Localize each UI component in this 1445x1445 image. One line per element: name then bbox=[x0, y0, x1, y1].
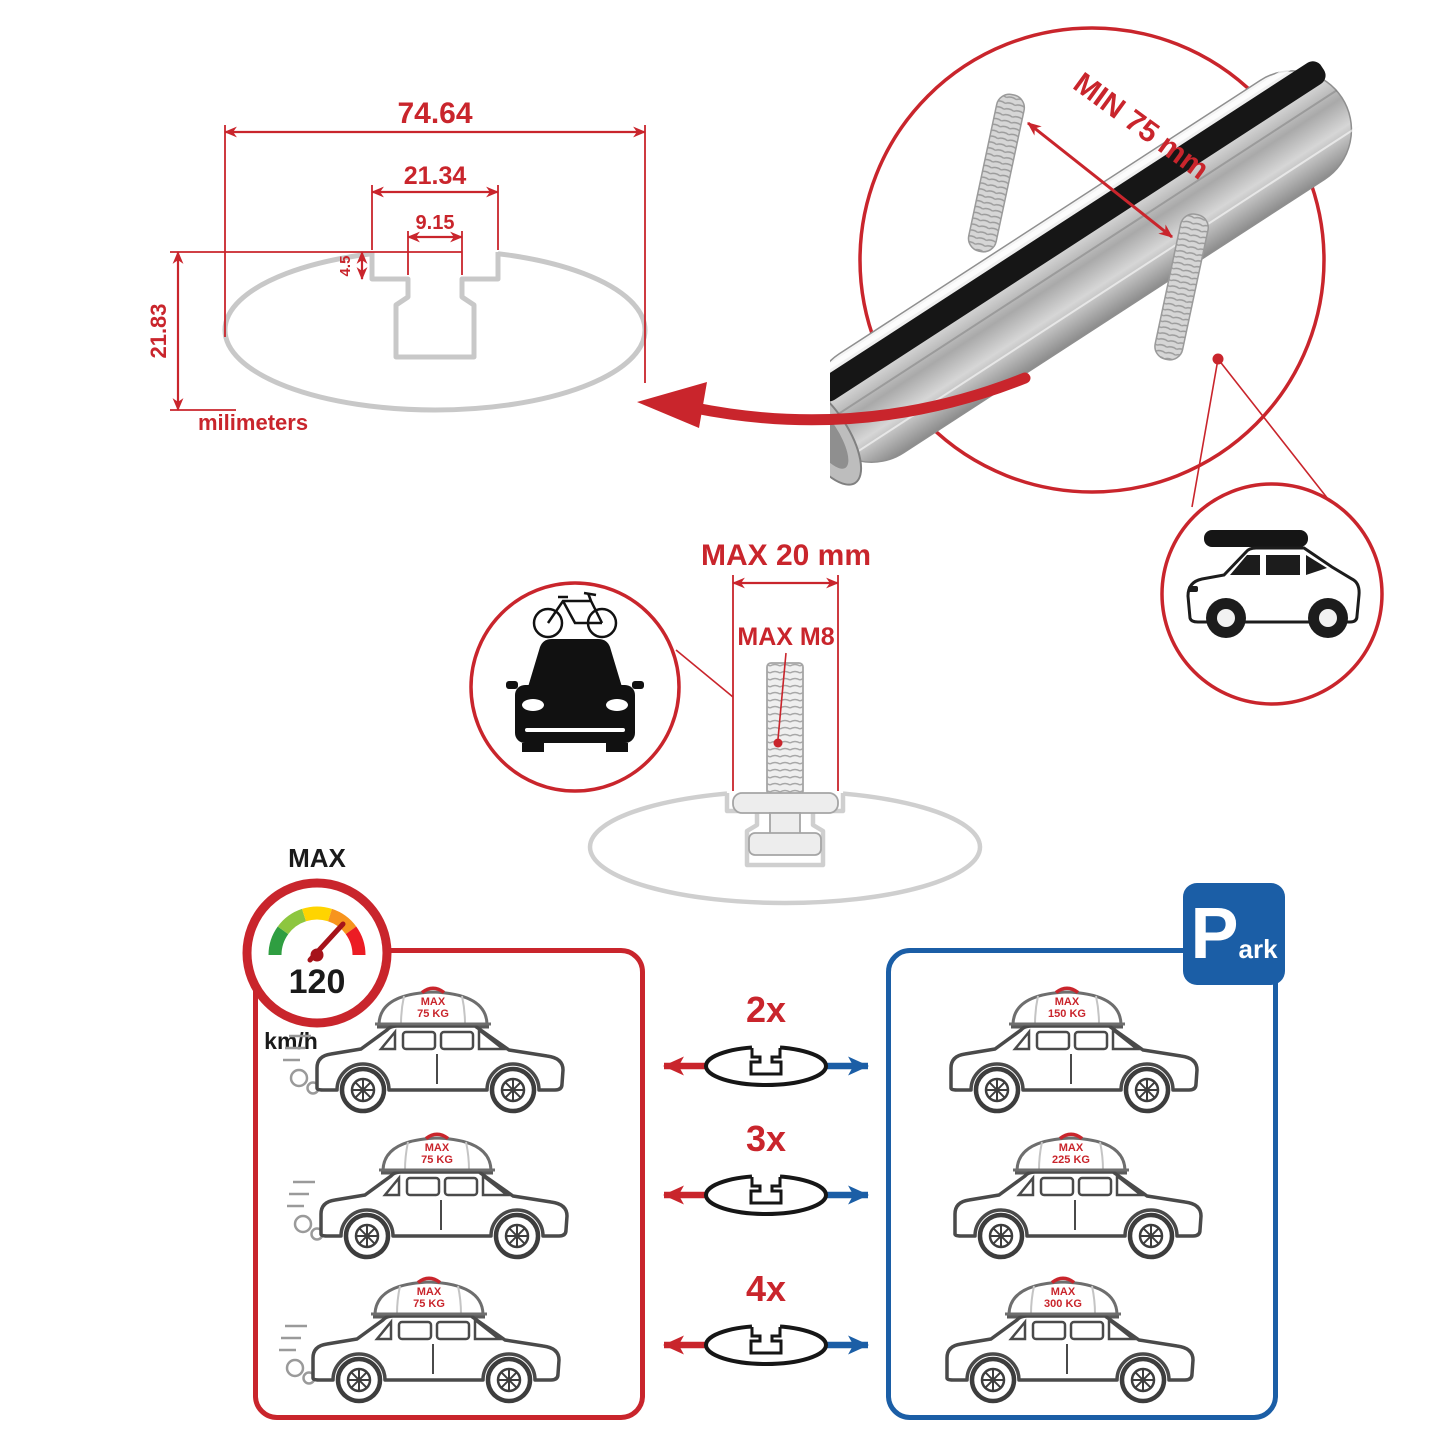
crossbar-profile-dimension-diagram: 74.64 21.34 9.15 4.5 21.83 milimeters bbox=[146, 97, 648, 435]
car-moving-2: MAX 75 KG bbox=[285, 1132, 612, 1274]
suv-icon bbox=[321, 1169, 567, 1257]
speed-max-label: MAX bbox=[288, 843, 346, 873]
parking-sign-letter: P bbox=[1190, 894, 1239, 974]
thread-leader-line bbox=[777, 652, 787, 740]
cargo-load-label: 300 KG bbox=[1044, 1298, 1082, 1310]
clamp-rod-front-icon bbox=[1154, 213, 1209, 361]
cargo-load-label: 75 KG bbox=[421, 1154, 453, 1166]
suv-icon bbox=[951, 1023, 1197, 1111]
dim-slot-inner: 9.15 bbox=[416, 212, 455, 234]
crossbar-count-column: 2x 3x 4x bbox=[662, 989, 870, 1366]
crossbar-profile-icon bbox=[704, 1174, 828, 1216]
dimension-lines bbox=[172, 126, 647, 412]
circle-leader-line bbox=[675, 649, 734, 698]
dim-shoulder-depth: 4.5 bbox=[337, 256, 354, 277]
suv-roofbox-icon bbox=[1186, 530, 1361, 638]
threaded-bolt-icon bbox=[732, 662, 839, 856]
suv-roofbox-circle bbox=[1160, 482, 1384, 706]
cargo-max-label: MAX bbox=[421, 996, 446, 1008]
min-distance-arrow bbox=[1027, 121, 1173, 239]
cargo-load-label: 225 KG bbox=[1052, 1154, 1090, 1166]
cargo-max-label: MAX bbox=[417, 1286, 442, 1298]
suv-icon bbox=[955, 1169, 1201, 1257]
suv-icon bbox=[947, 1313, 1193, 1401]
car-parked-3: MAX 300 KG bbox=[908, 1276, 1238, 1418]
car-parked-1: MAX 150 KG bbox=[912, 986, 1242, 1128]
cargo-max-label: MAX bbox=[1059, 1142, 1084, 1154]
dim-slot-outer: 21.34 bbox=[404, 162, 467, 190]
cargo-load-label: 150 KG bbox=[1048, 1008, 1086, 1020]
speed-value: 120 bbox=[289, 963, 346, 1001]
car-moving-3: MAX 75 KG bbox=[277, 1276, 604, 1418]
gauge-arc bbox=[268, 906, 366, 956]
pointer-arrow bbox=[637, 372, 1031, 428]
dim-total-width: 74.64 bbox=[397, 97, 472, 130]
bar-closeup-circle: MIN 75 mm bbox=[830, 26, 1361, 528]
speed-unit: km/h bbox=[264, 1028, 318, 1054]
suv-icon bbox=[317, 1023, 563, 1111]
speedometer-icon: MAX 120 km/h bbox=[242, 843, 392, 1054]
cargo-load-label: 75 KG bbox=[413, 1298, 445, 1310]
max-width-label: MAX 20 mm bbox=[701, 539, 871, 572]
units-label: milimeters bbox=[198, 410, 308, 435]
profile-outline bbox=[222, 247, 648, 413]
clamp-rod-rear-icon bbox=[967, 93, 1026, 253]
max-thread-label: MAX M8 bbox=[737, 623, 834, 651]
cargo-max-label: MAX bbox=[1051, 1286, 1076, 1298]
extension-lines bbox=[732, 575, 839, 791]
cargo-max-label: MAX bbox=[425, 1142, 450, 1154]
cargo-max-label: MAX bbox=[1055, 996, 1080, 1008]
count-label-2x: 2x bbox=[746, 989, 786, 1030]
suv-icon bbox=[313, 1313, 559, 1401]
crossbar-profile-icon bbox=[704, 1324, 828, 1366]
bolt-dimension-diagram: MAX 20 mm MAX M8 bbox=[469, 539, 983, 906]
car-moving-1: MAX 75 KG bbox=[281, 986, 608, 1128]
car-parked-2: MAX 225 KG bbox=[916, 1132, 1246, 1274]
dim-total-height: 21.83 bbox=[146, 303, 171, 358]
count-label-4x: 4x bbox=[746, 1268, 786, 1309]
crossbar-profile-icon bbox=[704, 1045, 828, 1087]
parking-sign-text: ark bbox=[1238, 933, 1278, 964]
cargo-load-label: 75 KG bbox=[417, 1008, 449, 1020]
profile-t-slot bbox=[369, 252, 501, 360]
car-front-bike-icon bbox=[506, 591, 644, 752]
count-label-3x: 3x bbox=[746, 1118, 786, 1159]
